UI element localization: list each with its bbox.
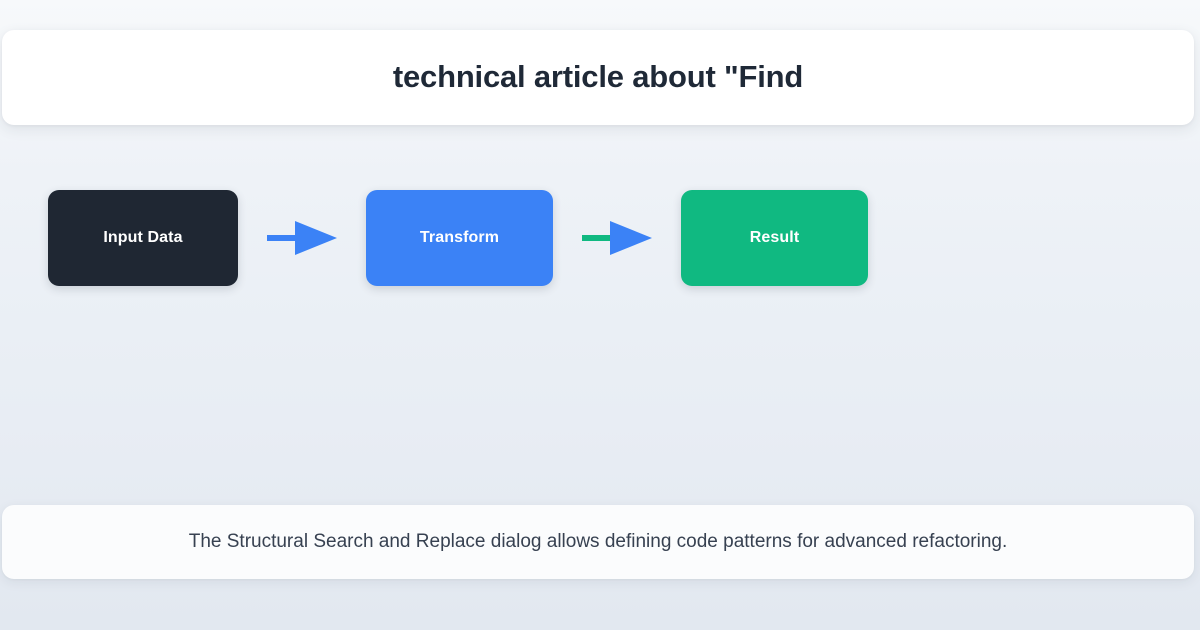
arrow-shaft bbox=[582, 235, 618, 241]
caption-text: The Structural Search and Replace dialog… bbox=[188, 531, 1008, 552]
caption-card: The Structural Search and Replace dialog… bbox=[2, 505, 1194, 579]
page-title: technical article about "Find bbox=[392, 59, 804, 95]
diagram-node-input[interactable]: Input Data bbox=[48, 190, 238, 286]
arrow-head-icon bbox=[610, 221, 652, 255]
diagram-node-label: Transform bbox=[419, 229, 500, 246]
flow-diagram: Input Data Transform Result bbox=[48, 190, 868, 286]
arrow-head-icon bbox=[295, 221, 337, 255]
diagram-node-label: Result bbox=[749, 229, 800, 246]
flow-arrow-2 bbox=[553, 218, 681, 258]
arrow-shaft bbox=[267, 235, 303, 241]
diagram-node-label: Input Data bbox=[103, 229, 183, 246]
header-card: technical article about "Find bbox=[2, 30, 1194, 125]
flow-arrow-1 bbox=[238, 218, 366, 258]
diagram-node-transform[interactable]: Transform bbox=[366, 190, 553, 286]
diagram-node-result[interactable]: Result bbox=[681, 190, 868, 286]
